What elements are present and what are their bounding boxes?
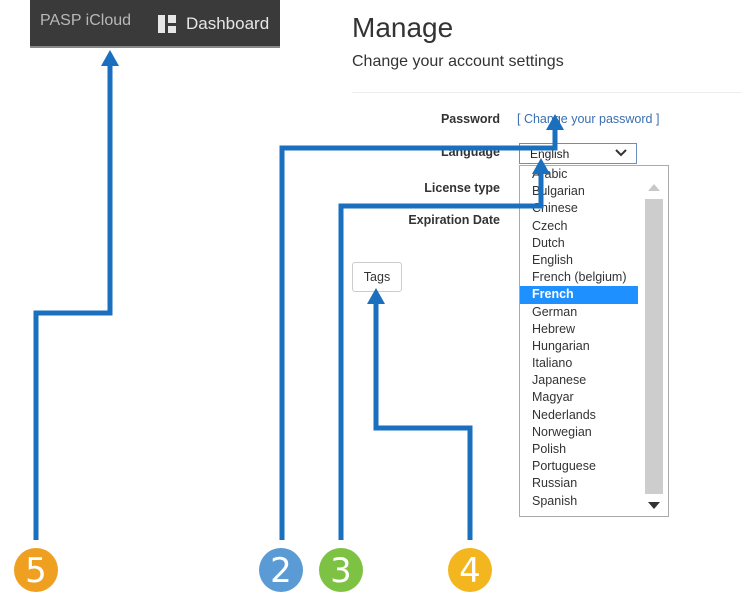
password-label: Password bbox=[440, 112, 500, 126]
dropdown-option[interactable]: German bbox=[532, 304, 578, 319]
dashboard-label: Dashboard bbox=[186, 14, 270, 33]
change-password-link[interactable]: [ Change your password ] bbox=[517, 112, 660, 126]
dropdown-option[interactable]: Czech bbox=[532, 218, 568, 233]
dropdown-option[interactable]: Dutch bbox=[532, 235, 565, 250]
annotation-badge-3: 3 bbox=[319, 548, 363, 592]
arrow-5 bbox=[33, 60, 113, 540]
page-subtitle: Change your account settings bbox=[352, 53, 564, 70]
scrollbar-thumb[interactable] bbox=[645, 199, 663, 494]
dropdown-option[interactable]: Hungarian bbox=[532, 338, 590, 353]
dropdown-option[interactable]: French (belgium) bbox=[532, 270, 627, 285]
dropdown-option[interactable]: Bulgarian bbox=[532, 184, 585, 199]
dropdown-option[interactable]: Japanese bbox=[532, 373, 587, 388]
dashboard-icon bbox=[158, 15, 176, 33]
dropdown-option[interactable]: Portuguese bbox=[532, 459, 596, 474]
dropdown-option[interactable]: Italiano bbox=[532, 356, 573, 371]
dropdown-option[interactable]: Arabic bbox=[532, 167, 568, 181]
scroll-down-icon[interactable] bbox=[648, 497, 660, 509]
scroll-up-icon[interactable] bbox=[648, 178, 660, 191]
dropdown-option[interactable]: Chinese bbox=[532, 201, 578, 216]
arrow-4 bbox=[373, 298, 473, 540]
dropdown-scrollbar[interactable] bbox=[638, 166, 668, 516]
top-navbar: PASP iCloud Dashboard bbox=[30, 0, 280, 48]
expiration-date-label: Expiration Date bbox=[408, 213, 500, 227]
dropdown-option[interactable]: Nederlands bbox=[532, 407, 596, 422]
arrowhead-5 bbox=[101, 50, 119, 66]
language-label: Language bbox=[440, 145, 500, 159]
dropdown-option[interactable]: Russian bbox=[532, 476, 578, 491]
annotation-badge-5: 5 bbox=[14, 548, 58, 592]
dropdown-option[interactable]: English bbox=[532, 252, 573, 267]
page-title: Manage bbox=[352, 12, 454, 43]
license-type-label: License type bbox=[424, 181, 500, 195]
dashboard-link[interactable]: Dashboard bbox=[158, 14, 269, 34]
annotation-badge-2: 2 bbox=[259, 548, 303, 592]
dropdown-option[interactable]: Norwegian bbox=[532, 424, 592, 439]
tags-button[interactable]: Tags bbox=[352, 262, 402, 292]
dropdown-option[interactable]: Magyar bbox=[532, 390, 574, 405]
language-select[interactable]: English bbox=[519, 143, 637, 164]
language-select-value: English bbox=[530, 147, 570, 161]
chevron-down-icon bbox=[615, 149, 627, 157]
dropdown-option[interactable]: Spanish bbox=[532, 493, 578, 508]
annotation-badge-4: 4 bbox=[448, 548, 492, 592]
dropdown-option[interactable]: Hebrew bbox=[532, 321, 576, 336]
header-divider bbox=[352, 92, 742, 93]
brand-logo[interactable]: PASP iCloud bbox=[40, 12, 132, 29]
dropdown-option[interactable]: French bbox=[520, 286, 638, 304]
dropdown-option[interactable]: Polish bbox=[532, 442, 567, 456]
